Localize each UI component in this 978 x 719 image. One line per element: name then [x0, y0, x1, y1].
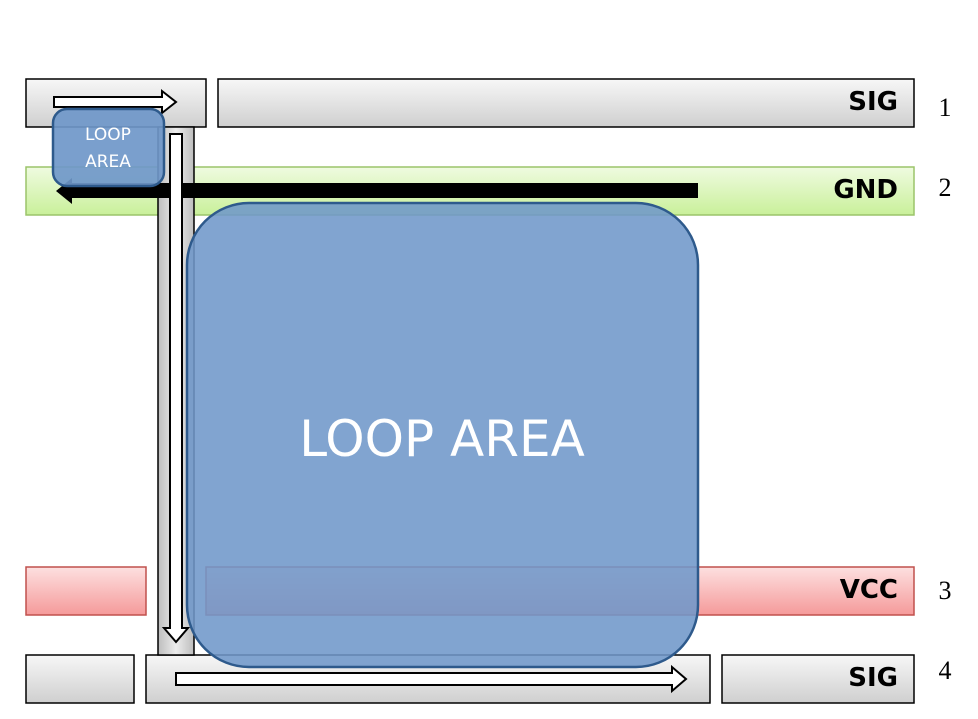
layer-2-label: GND	[833, 175, 898, 205]
layer-3-left-segment	[25, 566, 147, 616]
layer-4-label: SIG	[848, 663, 898, 693]
via-signal-arrow	[161, 133, 191, 644]
layer-1-signal-arrow	[53, 88, 178, 116]
layer-4-right-segment	[721, 654, 915, 704]
small-loop-area: LOOP AREA	[51, 107, 166, 188]
layer-4-left-segment	[25, 654, 135, 704]
layer-2-number: 2	[939, 173, 952, 202]
layer-3-label: VCC	[840, 575, 898, 605]
small-loop-area-shape	[51, 107, 166, 188]
large-loop-area-shape	[185, 201, 700, 669]
ground-return-arrow	[56, 178, 698, 204]
large-loop-area: LOOP AREA	[185, 201, 700, 669]
large-loop-area-label: LOOP AREA	[299, 410, 585, 468]
layer-4-signal-arrow	[175, 664, 688, 694]
small-loop-area-label-line1: LOOP	[85, 125, 131, 145]
layer-1-label: SIG	[848, 87, 898, 117]
layer-1-number: 1	[939, 93, 952, 122]
small-loop-area-label-line2: AREA	[85, 152, 131, 172]
layer-4-number: 4	[939, 656, 952, 685]
layer-1-sig: SIG	[25, 78, 915, 128]
layer-3-number: 3	[939, 576, 952, 605]
layer-1-right-segment	[217, 78, 915, 128]
